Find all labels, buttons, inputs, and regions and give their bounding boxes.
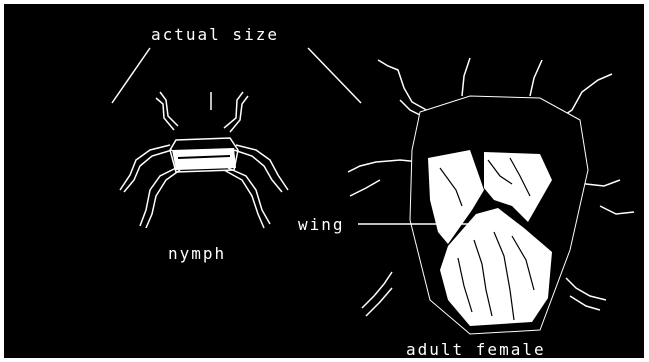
actual-size-label: actual size xyxy=(151,25,279,44)
nymph-body-band xyxy=(172,148,236,170)
adult-female-label: adult female xyxy=(406,340,546,359)
wing-label: wing xyxy=(298,215,345,234)
nymph-label: nymph xyxy=(168,244,226,263)
